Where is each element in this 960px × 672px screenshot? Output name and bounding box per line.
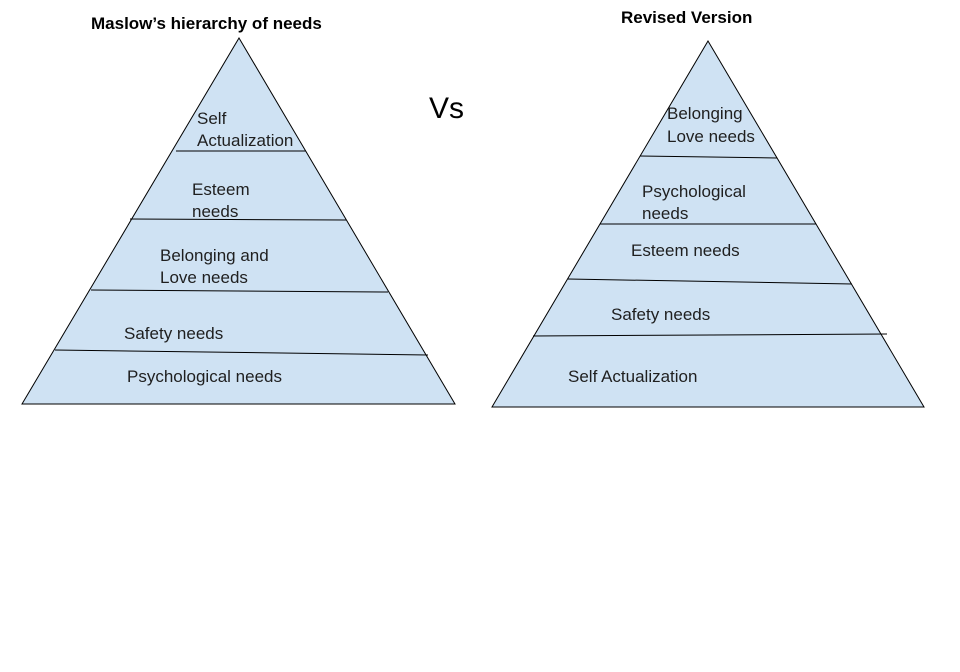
right-level-3-line1: Esteem needs (631, 241, 740, 260)
right-level-2-line2: needs (642, 204, 688, 223)
left-divider-2 (129, 218, 347, 221)
left-level-3-line2: Love needs (160, 268, 248, 287)
right-pyramid: Belonging Love needs Psychological needs… (491, 40, 925, 408)
left-divider-3 (90, 289, 389, 293)
left-divider-4 (54, 349, 429, 356)
right-divider-3 (567, 278, 853, 285)
left-level-5-line1: Psychological needs (127, 367, 282, 386)
left-level-2-line2: needs (192, 202, 238, 221)
vs-label: Vs (429, 92, 465, 125)
right-level-4-line1: Safety needs (611, 305, 710, 324)
right-level-1-line1: Belonging (667, 104, 743, 123)
left-pyramid: Self Actualization Esteem needs Belongin… (21, 37, 456, 405)
right-level-1-line2: Love needs (667, 127, 755, 146)
left-level-2-line1: Esteem (192, 180, 250, 199)
left-pyramid-title: Maslow’s hierarchy of needs (91, 14, 322, 33)
right-level-2-line1: Psychological (642, 182, 746, 201)
right-level-5-line1: Self Actualization (568, 367, 697, 386)
left-level-3-line1: Belonging and (160, 246, 269, 265)
left-pyramid-shape (21, 37, 456, 405)
right-divider-4 (532, 333, 888, 337)
right-divider-1 (639, 155, 778, 159)
left-level-4-line1: Safety needs (124, 324, 223, 343)
left-level-1-line2: Actualization (197, 131, 293, 150)
right-pyramid-title: Revised Version (621, 8, 753, 27)
left-level-1-line1: Self (197, 109, 227, 128)
